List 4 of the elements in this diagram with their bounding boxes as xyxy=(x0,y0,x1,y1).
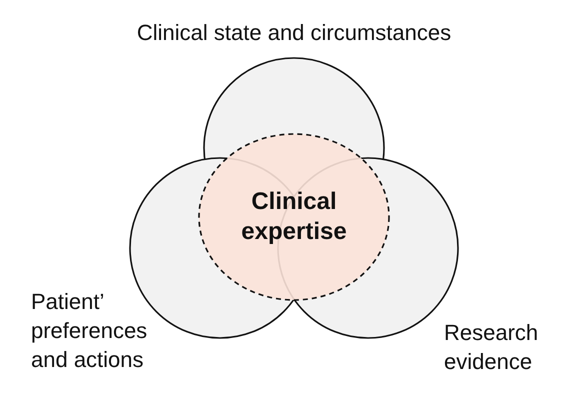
circle-label: Research evidence xyxy=(444,319,540,376)
circle-label: Patient’ preferences and actions xyxy=(31,288,148,374)
center-label: Clinical expertise xyxy=(240,187,348,247)
circle-label: Clinical state and circumstances xyxy=(136,19,452,47)
